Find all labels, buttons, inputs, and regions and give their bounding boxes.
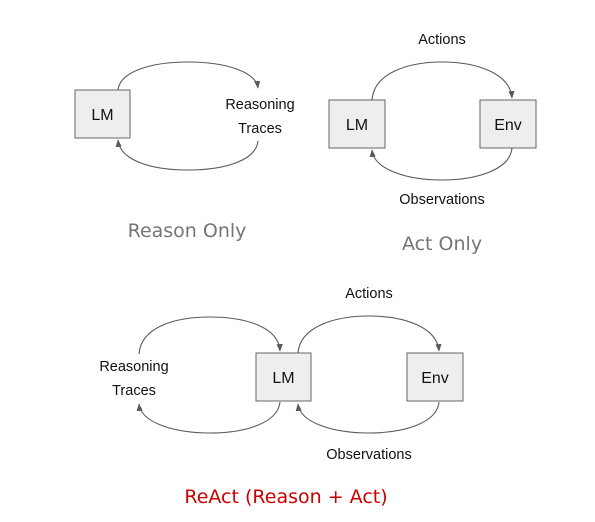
react-diagram: LM Env Reasoning Traces Actions Observat… <box>99 286 464 508</box>
act-only-observations-arrow <box>369 147 513 181</box>
react-env-label: Env <box>421 370 449 387</box>
react-traces-line2: Traces <box>112 383 156 399</box>
react-actions-arrow <box>297 315 442 354</box>
reason-only-return-arrow <box>115 139 259 171</box>
act-only-lm-label: LM <box>346 117 368 134</box>
act-only-observations-label: Observations <box>399 192 484 208</box>
reason-only-forward-arrow <box>117 61 261 91</box>
act-only-env-box <box>479 99 537 149</box>
act-only-actions-label: Actions <box>418 32 466 48</box>
act-only-diagram: LM Env Actions Observations Act Only <box>328 32 537 255</box>
react-traces-line1: Reasoning <box>99 359 168 375</box>
act-only-lm-box <box>328 99 386 149</box>
react-lm-box <box>255 352 312 402</box>
reason-only-lm-label: LM <box>91 107 113 124</box>
reason-only-traces-line1: Reasoning <box>225 97 294 113</box>
react-actions-label: Actions <box>345 286 393 302</box>
react-observations-label: Observations <box>326 447 411 463</box>
reason-only-caption: Reason Only <box>128 220 247 242</box>
reason-only-lm-box <box>74 89 131 139</box>
act-only-actions-arrow <box>371 61 515 101</box>
react-observations-arrow <box>295 401 440 434</box>
react-reasoning-return-arrow <box>136 401 281 434</box>
act-only-env-label: Env <box>494 117 522 134</box>
react-caption: ReAct (Reason + Act) <box>184 486 387 508</box>
react-reasoning-forward-arrow <box>138 316 283 355</box>
react-env-box <box>406 352 464 402</box>
reason-only-diagram: LM Reasoning Traces Reason Only <box>74 61 295 242</box>
reason-only-traces-line2: Traces <box>238 121 282 137</box>
react-lm-label: LM <box>272 370 294 387</box>
act-only-caption: Act Only <box>402 233 482 255</box>
